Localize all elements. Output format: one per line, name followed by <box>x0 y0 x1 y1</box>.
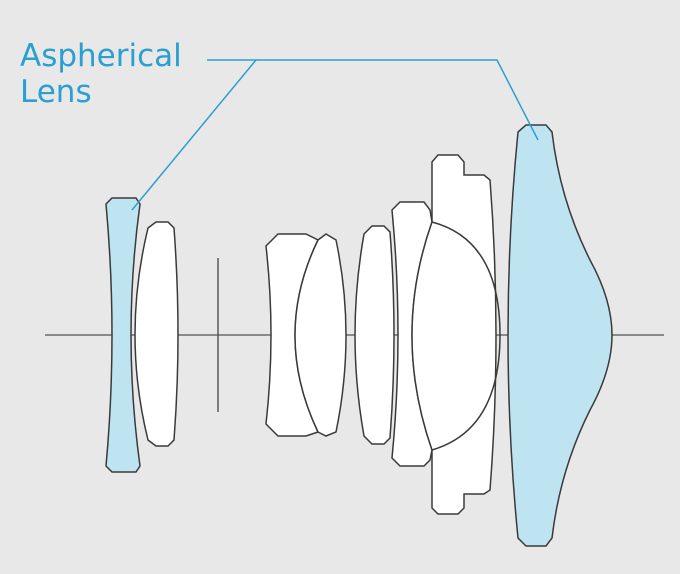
callout-leader-line <box>207 59 539 141</box>
aspherical-element-front <box>105 197 141 473</box>
lens-element-5 <box>354 225 395 445</box>
aspherical-lens-label: Aspherical Lens <box>20 38 182 110</box>
lens-element-4 <box>294 233 347 437</box>
aspherical-lens-label-line2: Lens <box>20 74 92 110</box>
lens-element-7-inner-surface <box>431 221 501 451</box>
aspherical-element-rear <box>507 124 613 547</box>
lens-element-2 <box>134 221 179 447</box>
callout-leader-branch <box>131 59 257 211</box>
lens-element-7 <box>411 154 497 515</box>
aspherical-lens-label-line1: Aspherical <box>20 38 182 74</box>
